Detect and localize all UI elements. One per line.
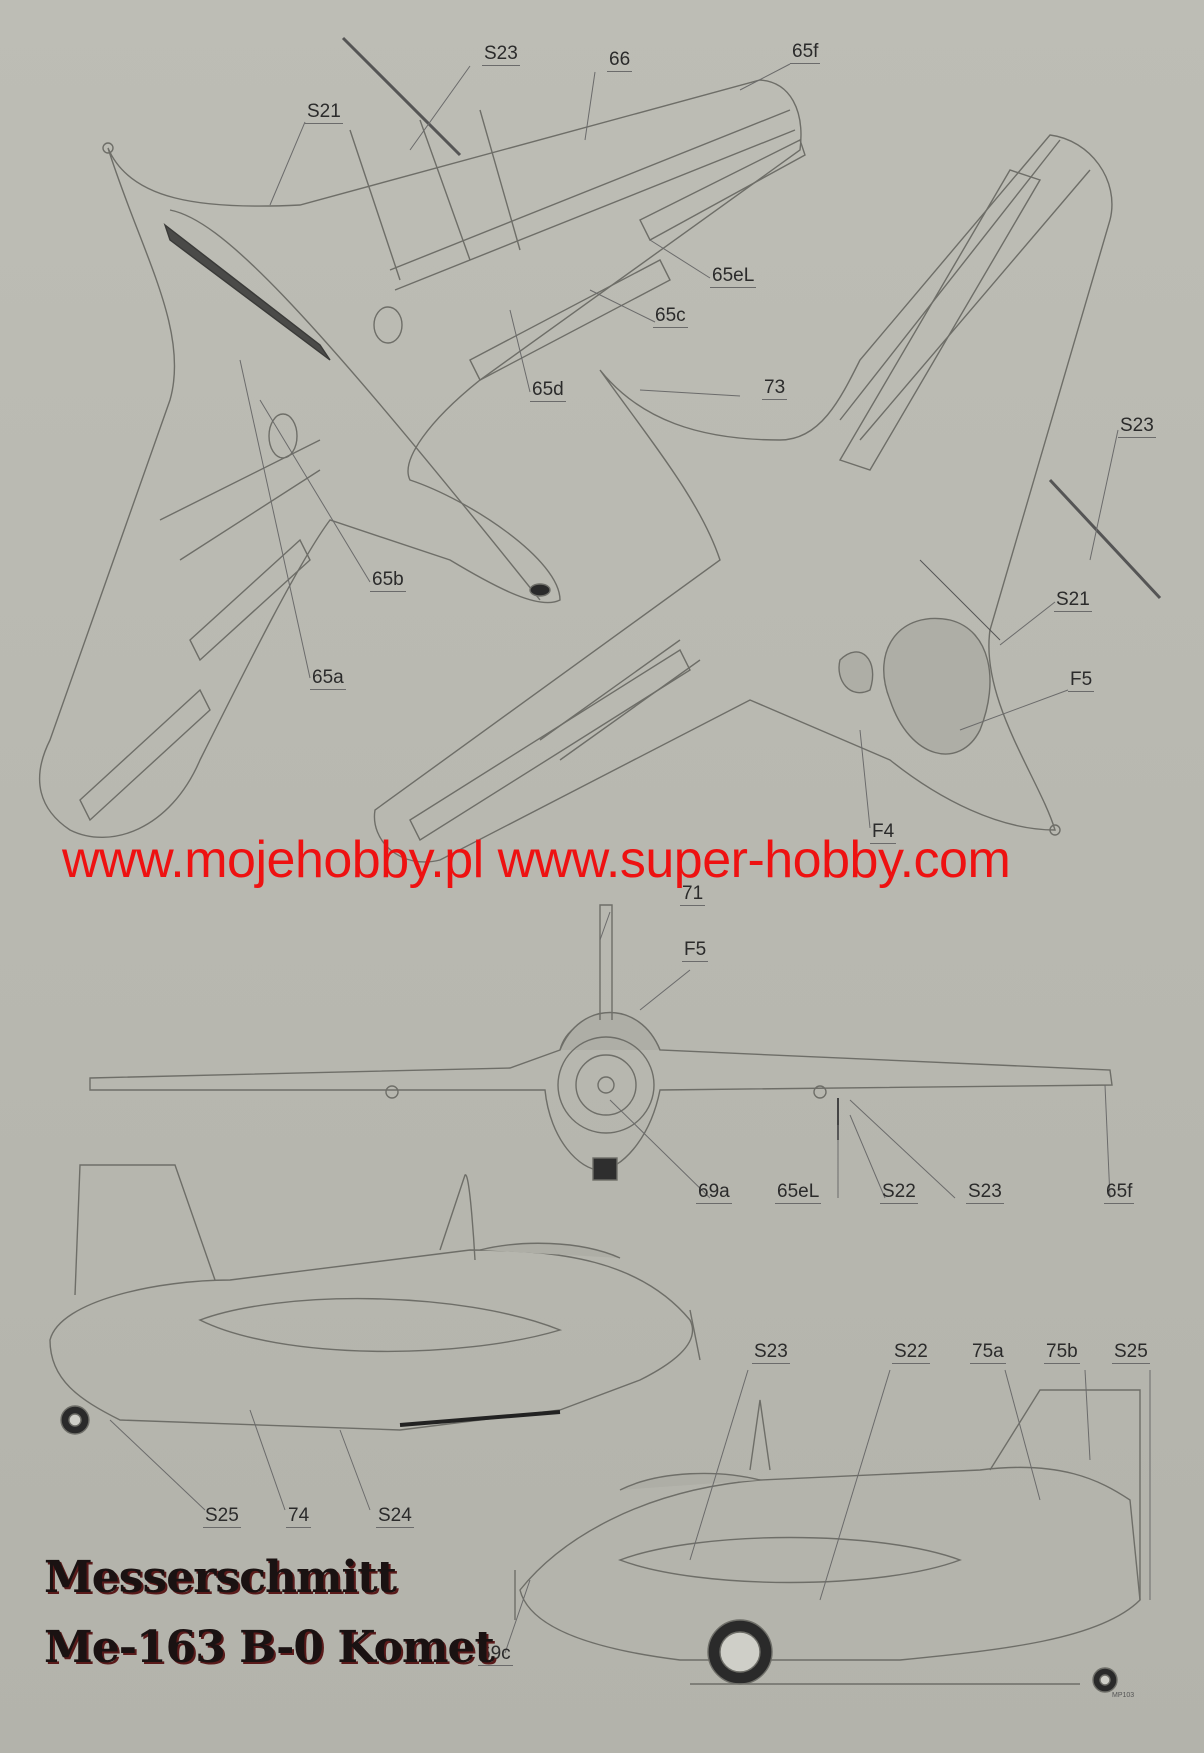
label-65d: 65d: [530, 379, 566, 402]
label-s23-top: S23: [482, 43, 520, 66]
watermark-urls: www.mojehobby.pl www.super-hobby.com: [62, 831, 1011, 889]
label-73: 73: [762, 377, 788, 400]
label-75b: 75b: [1044, 1341, 1080, 1364]
label-s21-top: S21: [305, 101, 343, 124]
sheet-code: MP103: [1112, 1692, 1135, 1699]
label-74: 74: [286, 1505, 312, 1528]
label-s23-bottom: S23: [1118, 415, 1156, 438]
label-s25-right: S25: [1112, 1341, 1150, 1364]
label-s22-front: S22: [880, 1181, 918, 1204]
label-s25-left: S25: [203, 1505, 241, 1528]
label-s23-front: S23: [966, 1181, 1004, 1204]
front-view-drawing: [89, 904, 1113, 1181]
label-f5-front: F5: [682, 939, 709, 962]
label-s23-right: S23: [752, 1341, 790, 1364]
label-s24: S24: [376, 1505, 414, 1528]
label-65a: 65a: [310, 667, 346, 690]
label-f5-bottom: F5: [1068, 669, 1095, 692]
right-side-view-drawing: [514, 1389, 1141, 1693]
label-69c: 69c: [478, 1643, 513, 1666]
label-65f-top: 65f: [790, 41, 821, 64]
label-s22-right: S22: [892, 1341, 930, 1364]
label-f4: F4: [870, 821, 897, 844]
label-65f-front: 65f: [1104, 1181, 1135, 1204]
label-75a: 75a: [970, 1341, 1006, 1364]
top-view-drawing: [38, 36, 806, 838]
title-model: Me-163 B-0 Komet: [44, 1622, 495, 1673]
label-66: 66: [607, 49, 633, 72]
label-s21-bottom: S21: [1054, 589, 1092, 612]
left-side-view-drawing: [49, 1164, 701, 1435]
leader-lines: [109, 63, 1151, 1654]
label-65c: 65c: [653, 305, 688, 328]
bottom-view-drawing: [373, 134, 1162, 863]
label-65el-top: 65eL: [710, 265, 757, 288]
label-69a: 69a: [696, 1181, 732, 1204]
label-71: 71: [680, 883, 706, 906]
label-65b: 65b: [370, 569, 406, 592]
title-manufacturer: Messerschmitt: [44, 1552, 397, 1603]
label-65el-front: 65eL: [775, 1181, 822, 1204]
